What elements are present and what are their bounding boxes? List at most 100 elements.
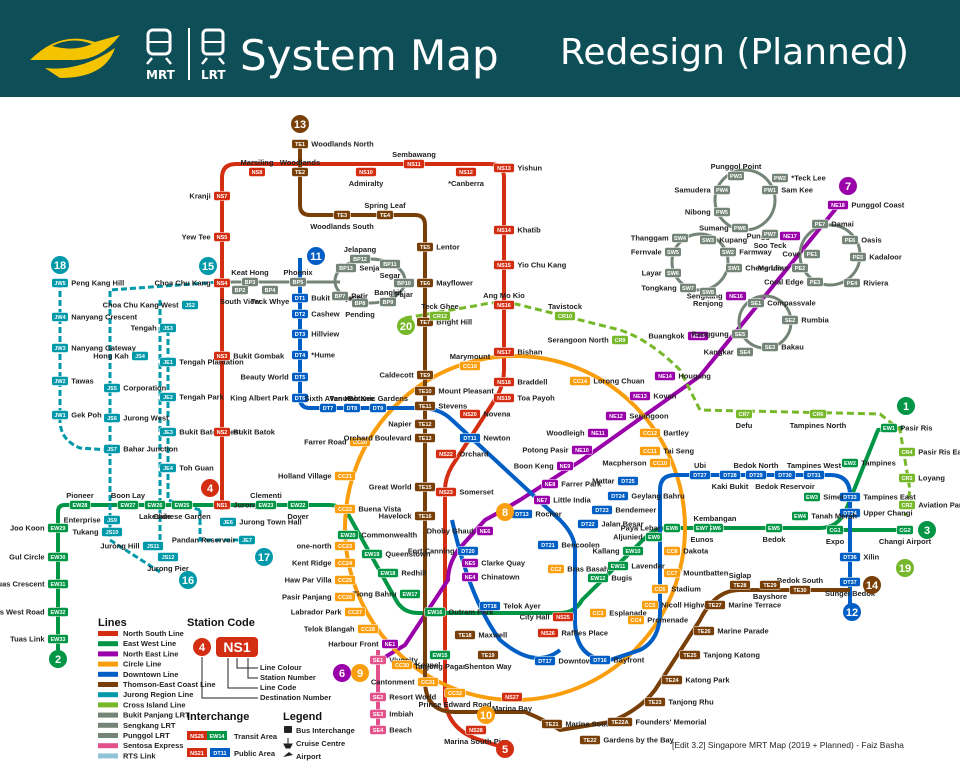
station-tuas-west-road[interactable]: EW32Tuas West Road [0,607,69,617]
